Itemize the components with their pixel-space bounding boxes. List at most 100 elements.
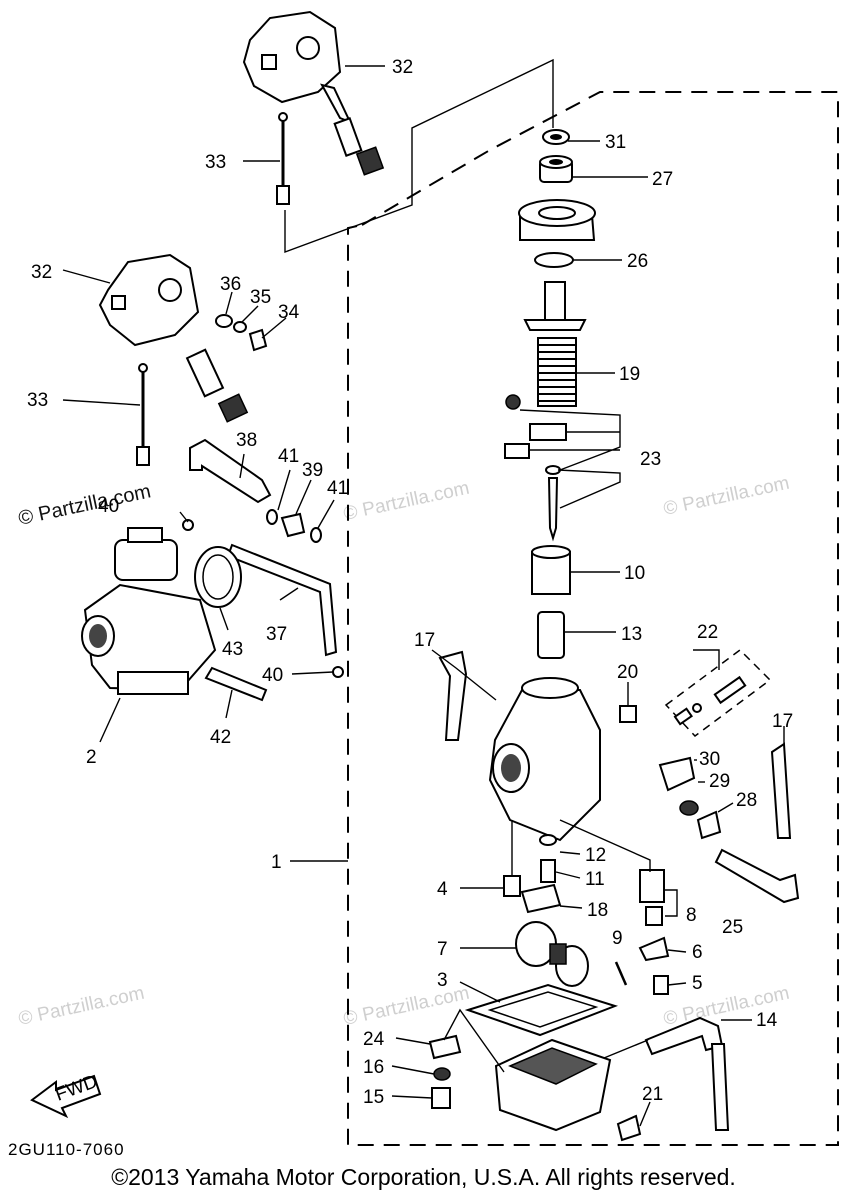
- callout-35: 35: [250, 287, 271, 308]
- washer-29: [679, 800, 699, 816]
- carburetor-assembled: [81, 527, 217, 695]
- callout-40-upper: 40: [98, 496, 119, 517]
- callout-41-right: 41: [327, 478, 348, 499]
- callout-19: 19: [619, 364, 640, 385]
- jet-4: [503, 875, 521, 897]
- spring-19: [537, 337, 577, 407]
- screw-34: [248, 328, 268, 352]
- starter-plunger-25: [714, 848, 800, 904]
- throttle-cable-lower: [136, 363, 150, 466]
- clip-40-upper: [182, 519, 194, 531]
- gasket-3: [464, 983, 619, 1037]
- o-ring-26: [534, 252, 574, 268]
- washer-12: [539, 834, 557, 846]
- callout-6: 6: [692, 942, 703, 963]
- callout-33-lower: 33: [27, 390, 48, 411]
- watermark: © Partzilla.com: [342, 983, 472, 1030]
- clamp-43: [194, 546, 242, 608]
- callout-7: 7: [437, 939, 448, 960]
- float-7: [515, 921, 589, 987]
- callout-29: 29: [709, 771, 730, 792]
- callout-22: 22: [697, 622, 718, 643]
- callout-41-left: 41: [278, 446, 299, 467]
- callout-17-right: 17: [772, 711, 793, 732]
- callout-18: 18: [587, 900, 608, 921]
- hose-17-right: [770, 742, 792, 839]
- watermark: © Partzilla.com: [17, 983, 147, 1030]
- cap-holder: [523, 281, 587, 331]
- washer-16: [433, 1067, 451, 1081]
- callout-16: 16: [363, 1057, 384, 1078]
- callout-2: 2: [86, 747, 97, 768]
- fitting-39: [280, 512, 306, 538]
- plate-24: [428, 1034, 462, 1060]
- washer-36: [215, 314, 233, 328]
- needle-set-23: [504, 394, 567, 542]
- watermark-dark: © Partzilla.com: [16, 480, 152, 530]
- callout-5: 5: [692, 973, 703, 994]
- clip-40-lower: [332, 666, 344, 678]
- top-cap: [518, 199, 596, 241]
- jet-11: [540, 859, 556, 883]
- callout-36: 36: [220, 274, 241, 295]
- callout-38: 38: [236, 430, 257, 451]
- callout-34: 34: [278, 302, 300, 323]
- clip-41-left: [266, 509, 278, 525]
- callout-23: 23: [640, 449, 661, 470]
- callout-32-lower: 32: [31, 262, 52, 283]
- callout-31: 31: [605, 132, 626, 153]
- pipe-42: [204, 666, 268, 702]
- cap-27: [539, 155, 573, 183]
- clip-41-right: [310, 527, 322, 543]
- callout-15: 15: [363, 1087, 384, 1108]
- hose-17-left: [438, 650, 468, 741]
- callout-12: 12: [585, 845, 606, 866]
- callout-21: 21: [642, 1084, 663, 1105]
- diagram-code: 2GU110-7060: [8, 1140, 125, 1159]
- bracket-30: [658, 756, 696, 792]
- throttle-cable-upper: [276, 112, 290, 205]
- copyright-notice: ©2013 Yamaha Motor Corporation, U.S.A. A…: [111, 1164, 736, 1190]
- callout-28: 28: [736, 790, 757, 811]
- carburetor-body: [488, 677, 601, 842]
- screw-5: [653, 975, 669, 995]
- throttle-valve-10: [531, 545, 571, 595]
- leader-lines: [62, 65, 785, 1127]
- bracket-22: [664, 649, 772, 738]
- callout-numbers: 1 2 3 4 5 6 7 8 9 10 11 12 13 14 15 16 1…: [27, 57, 793, 1108]
- callout-40-lower: 40: [262, 665, 283, 686]
- callout-20: 20: [617, 662, 638, 683]
- pin-9: [614, 961, 628, 986]
- callout-4: 4: [437, 879, 448, 900]
- screw-28: [696, 810, 722, 840]
- needle-jet-13: [537, 611, 565, 659]
- callout-8: 8: [686, 905, 697, 926]
- screw-21: [616, 1114, 642, 1142]
- fwd-arrow-icon: FWD: [30, 1071, 102, 1119]
- callout-14: 14: [756, 1010, 778, 1031]
- throttle-housing-lower: [98, 253, 249, 423]
- assembly-boundary: [347, 91, 839, 1146]
- jet-8: [639, 869, 665, 903]
- holder-18: [520, 883, 562, 914]
- callout-25: 25: [722, 917, 743, 938]
- callout-39: 39: [302, 460, 323, 481]
- watermark: © Partzilla.com: [342, 478, 472, 525]
- callout-13: 13: [621, 624, 642, 645]
- callout-33-upper: 33: [205, 152, 226, 173]
- connector-line: [284, 58, 554, 254]
- callout-37: 37: [266, 624, 287, 645]
- callout-26: 26: [627, 251, 648, 272]
- throttle-housing-upper: [242, 10, 385, 176]
- callout-43: 43: [222, 639, 243, 660]
- callout-11: 11: [585, 869, 605, 890]
- callout-3: 3: [437, 970, 448, 991]
- callout-30: 30: [699, 749, 720, 770]
- callout-24: 24: [363, 1029, 385, 1050]
- hose-38: [189, 438, 272, 504]
- callout-32-upper: 32: [392, 57, 413, 78]
- callout-17-left: 17: [414, 630, 435, 651]
- part-20: [619, 705, 637, 723]
- watermark: © Partzilla.com: [662, 473, 792, 520]
